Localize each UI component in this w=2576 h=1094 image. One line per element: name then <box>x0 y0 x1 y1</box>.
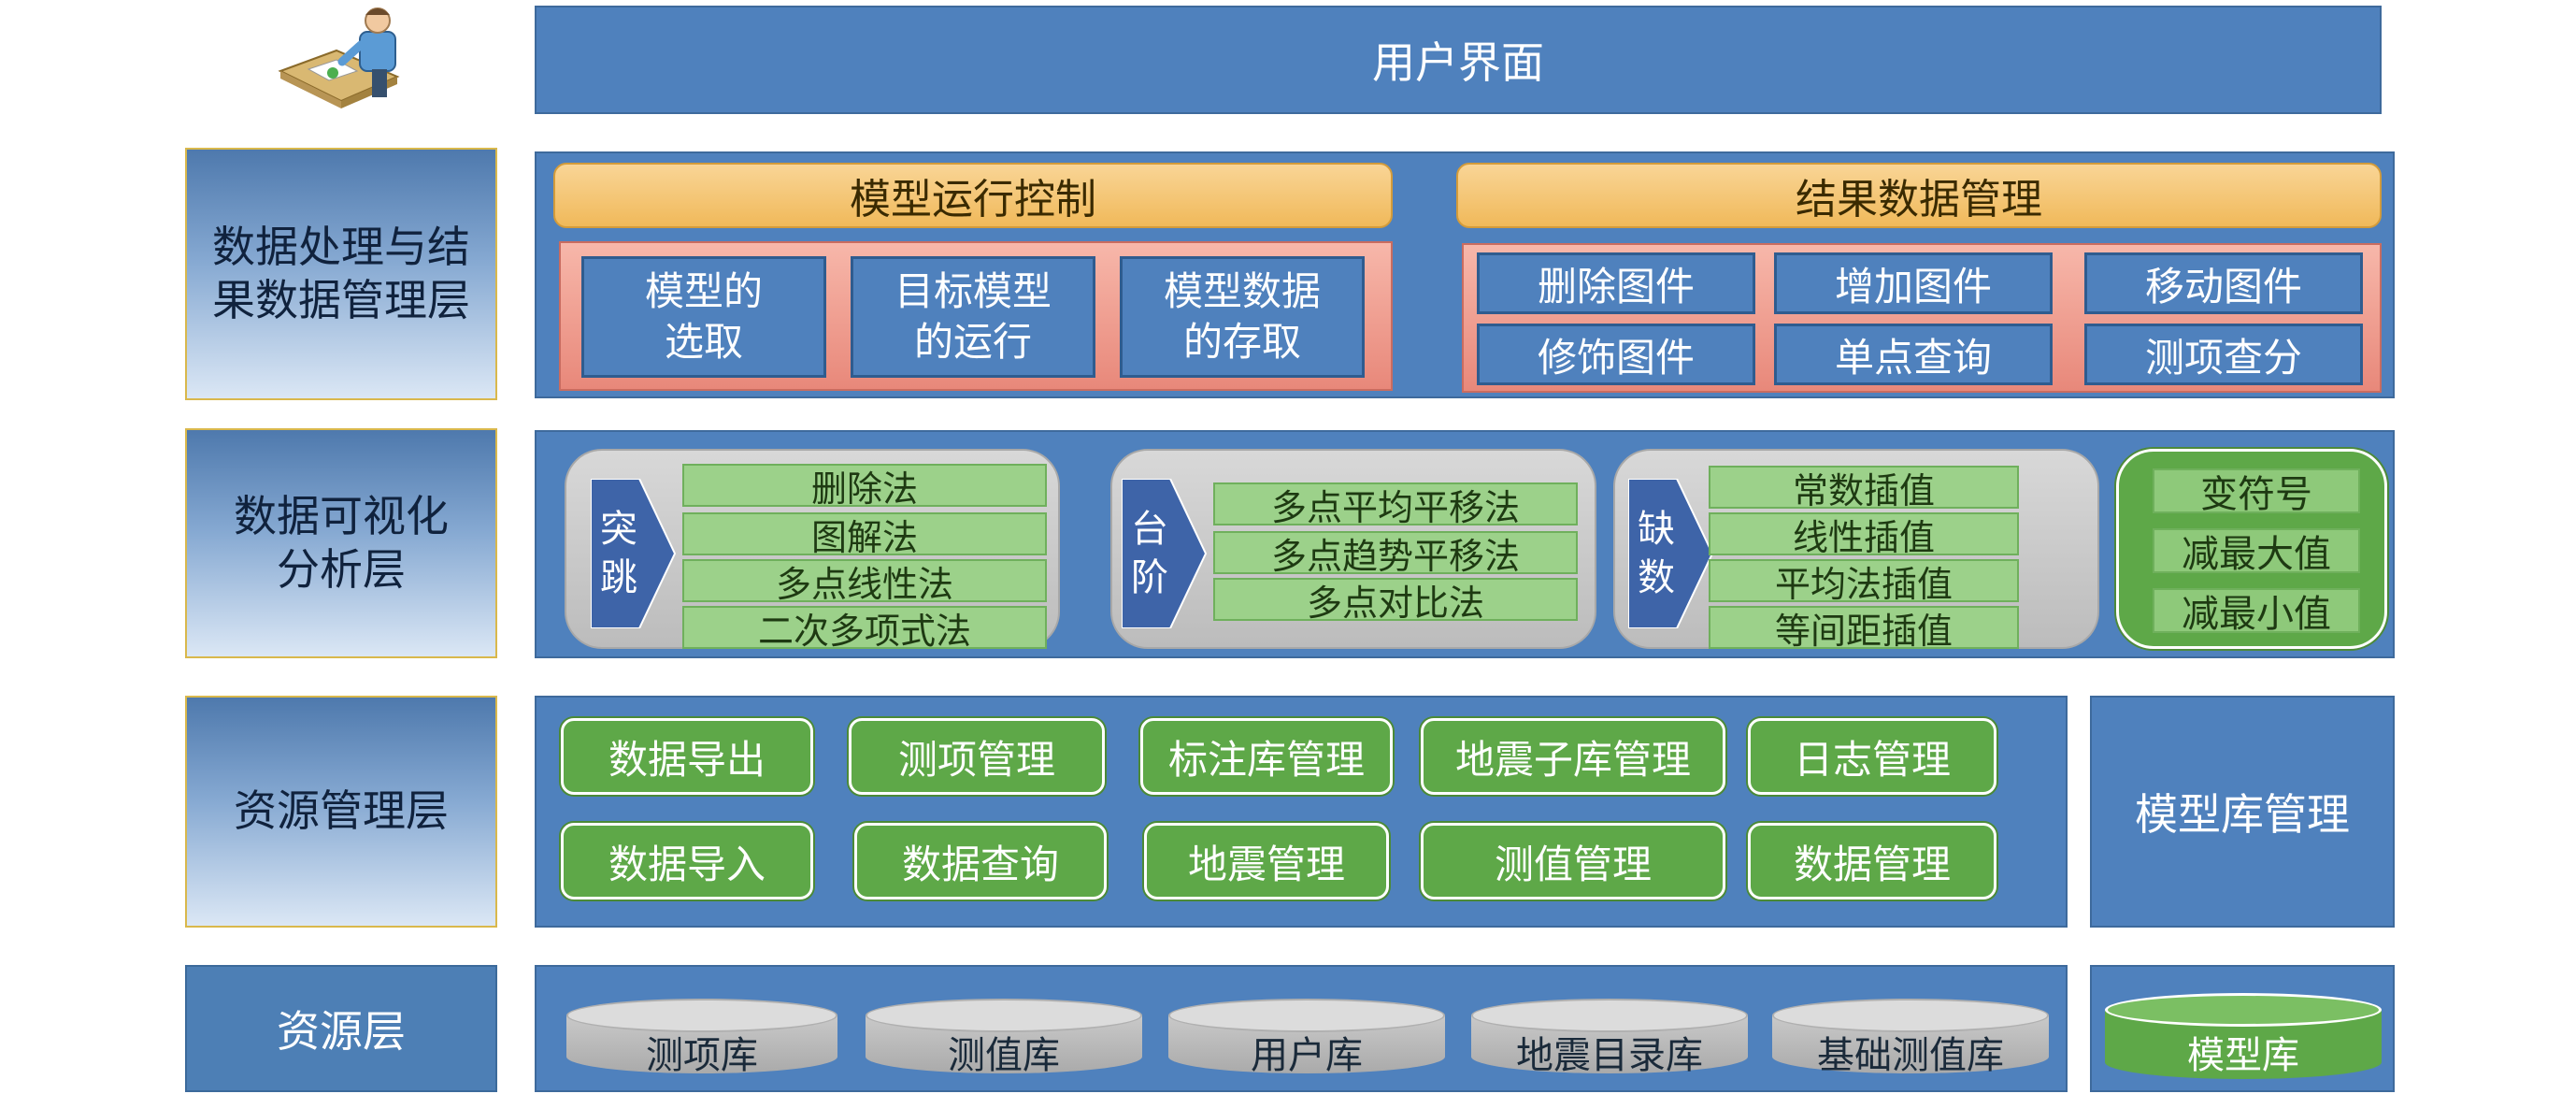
export-data-button[interactable]: 数据导出 <box>561 718 813 795</box>
jump-method: 图解法 <box>682 512 1047 558</box>
missing-method: 线性插值 <box>1709 512 2019 558</box>
quake-mgmt-button[interactable]: 地震管理 <box>1144 823 1389 900</box>
resource-panel: 测项库 测值库 用户库 地震目录库 基础测值库 <box>535 965 2068 1092</box>
user-at-desk-icon <box>271 4 411 114</box>
layer-label-visualization: 数据可视化 分析层 <box>185 428 497 658</box>
jump-chevron-icon <box>591 479 677 628</box>
result-mgmt-item: 删除图件 <box>1477 252 1755 314</box>
database-cylinder: 用户库 <box>1168 999 1445 1077</box>
step-chevron-icon <box>1122 479 1208 628</box>
result-mgmt-box: 删除图件 增加图件 移动图件 修饰图件 单点查询 测项查分 <box>1462 243 2382 393</box>
result-mgmt-item: 增加图件 <box>1774 252 2053 314</box>
data-processing-panel: 模型运行控制 模型的 选取 目标模型 的运行 模型数据 的存取 结果数据管理 删… <box>535 151 2395 398</box>
model-control-box: 模型的 选取 目标模型 的运行 模型数据 的存取 <box>559 241 1393 391</box>
model-lib-mgmt-label: 模型库管理 <box>2135 789 2350 840</box>
model-control-item: 目标模型 的运行 <box>851 256 1095 378</box>
missing-method: 常数插值 <box>1709 466 2019 511</box>
log-mgmt-button[interactable]: 日志管理 <box>1748 718 1996 795</box>
missing-method-group: 缺 数 常数插值 线性插值 平均法插值 等间距插值 <box>1613 449 2099 652</box>
database-cylinder: 基础测值库 <box>1772 999 2049 1077</box>
missing-method: 等间距插值 <box>1709 606 2019 652</box>
jump-method-group: 突 跳 删除法 图解法 多点线性法 二次多项式法 <box>565 449 1060 652</box>
step-method-group: 台 阶 多点平均平移法 多点趋势平移法 多点对比法 <box>1110 449 1596 649</box>
model-control-header: 模型运行控制 <box>553 163 1393 228</box>
data-mgmt-button[interactable]: 数据管理 <box>1748 823 1996 900</box>
missing-method: 平均法插值 <box>1709 559 2019 605</box>
jump-tag: 突 跳 <box>600 508 637 599</box>
step-method: 多点对比法 <box>1213 578 1578 624</box>
item-mgmt-button[interactable]: 测项管理 <box>849 718 1105 795</box>
data-query-button[interactable]: 数据查询 <box>854 823 1107 900</box>
jump-method: 多点线性法 <box>682 559 1047 605</box>
step-method: 多点趋势平移法 <box>1213 531 1578 577</box>
result-mgmt-item: 修饰图件 <box>1477 324 1755 385</box>
model-control-item: 模型的 选取 <box>581 256 826 378</box>
sign-value-item: 变符号 <box>2153 468 2360 516</box>
result-mgmt-header: 结果数据管理 <box>1456 163 2382 228</box>
model-lib-mgmt-panel: 模型库管理 <box>2090 696 2395 928</box>
layer-label-resource: 资源层 <box>185 965 497 1092</box>
missing-tag: 缺 数 <box>1638 508 1675 599</box>
result-mgmt-item: 单点查询 <box>1774 324 2053 385</box>
model-db-panel: 模型库 <box>2090 965 2395 1092</box>
model-db-cylinder: 模型库 <box>2105 993 2382 1079</box>
sign-value-item: 减最小值 <box>2153 588 2360 636</box>
user-interface-title: 用户界面 <box>1372 37 1544 88</box>
jump-method: 二次多项式法 <box>682 606 1047 652</box>
resource-mgmt-panel: 数据导出 测项管理 标注库管理 地震子库管理 日志管理 数据导入 数据查询 地震… <box>535 696 2068 928</box>
missing-chevron-icon <box>1628 479 1714 628</box>
database-cylinder: 地震目录库 <box>1471 999 1748 1077</box>
visualization-panel: 突 跳 删除法 图解法 多点线性法 二次多项式法 台 阶 多点平均平移法 多点趋… <box>535 430 2395 658</box>
layer-label-resource-management: 资源管理层 <box>185 696 497 928</box>
result-mgmt-item: 移动图件 <box>2084 252 2363 314</box>
sign-value-group: 变符号 减最大值 减最小值 <box>2116 449 2387 649</box>
model-control-item: 模型数据 的存取 <box>1120 256 1365 378</box>
database-cylinder: 测值库 <box>866 999 1142 1077</box>
step-tag: 台 阶 <box>1131 508 1168 599</box>
result-mgmt-item: 测项查分 <box>2084 324 2363 385</box>
step-method: 多点平均平移法 <box>1213 482 1578 528</box>
import-data-button[interactable]: 数据导入 <box>561 823 813 900</box>
value-mgmt-button[interactable]: 测值管理 <box>1421 823 1725 900</box>
database-cylinder: 测项库 <box>566 999 837 1077</box>
layer-label-data-processing: 数据处理与结 果数据管理层 <box>185 148 497 400</box>
sign-value-item: 减最大值 <box>2153 528 2360 576</box>
label-lib-mgmt-button[interactable]: 标注库管理 <box>1140 718 1393 795</box>
quake-sublib-mgmt-button[interactable]: 地震子库管理 <box>1421 718 1725 795</box>
user-interface-bar: 用户界面 <box>535 6 2382 114</box>
jump-method: 删除法 <box>682 464 1047 510</box>
